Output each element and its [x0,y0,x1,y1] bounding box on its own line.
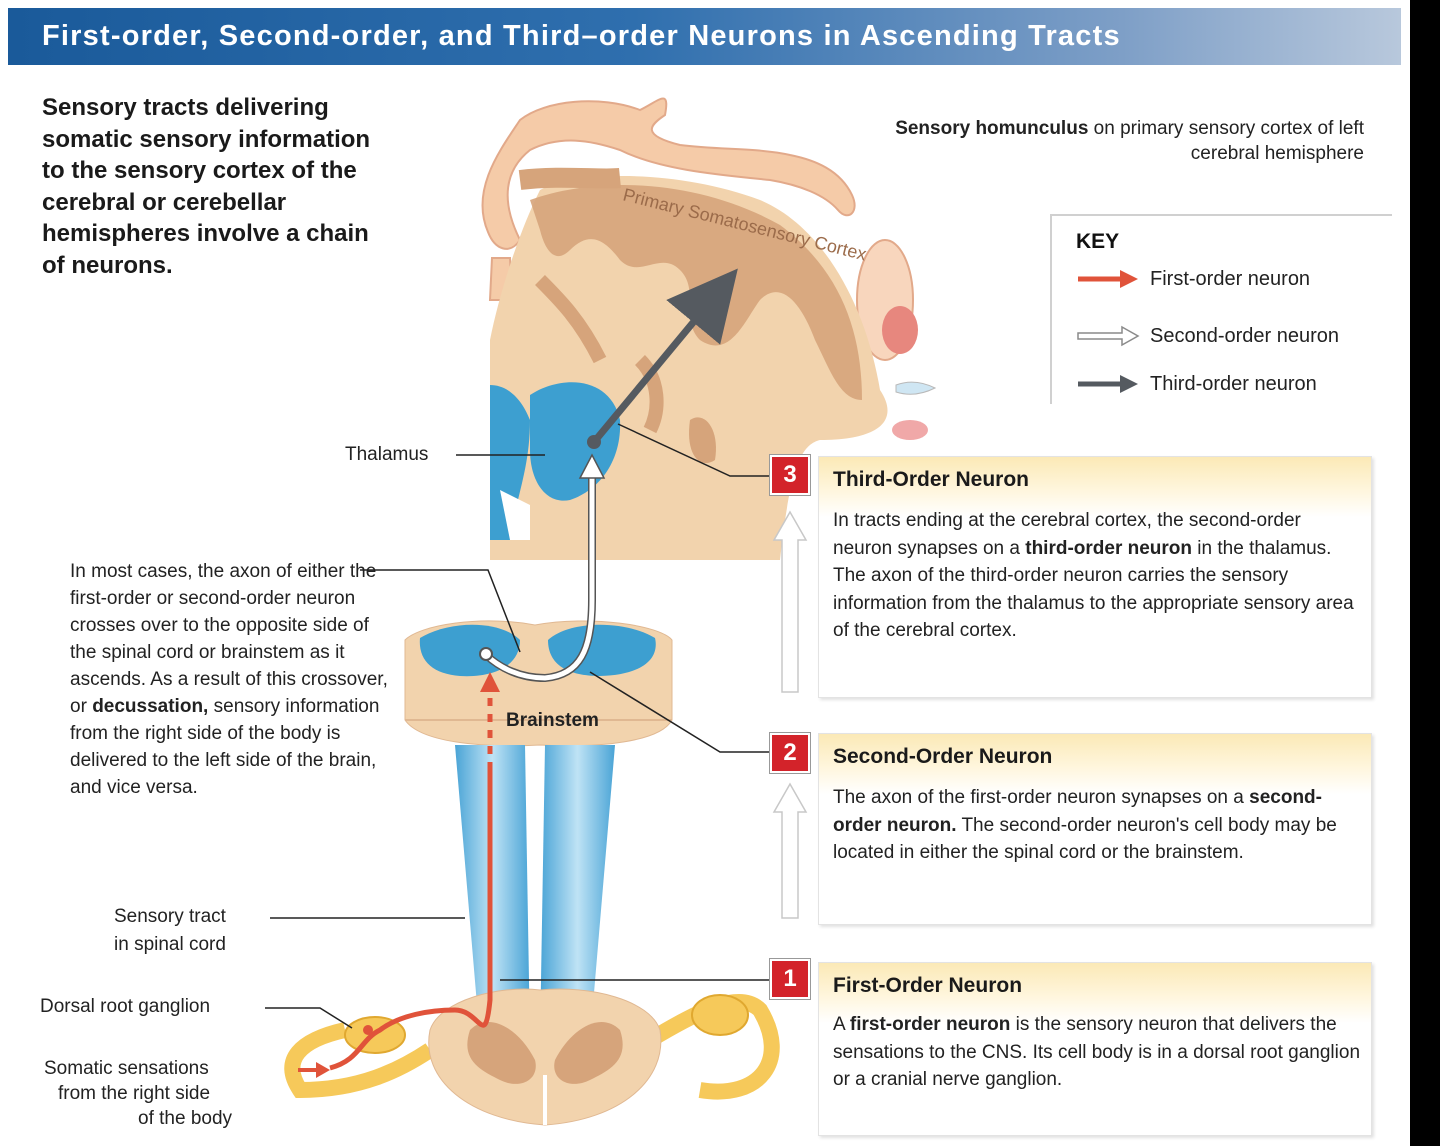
decussation-text-before: In most cases, the axon of either the fi… [70,561,388,717]
thalamus-label: Thalamus [345,444,429,465]
decussation-text: In most cases, the axon of either the fi… [70,558,400,801]
white-arrow-icon [1077,325,1140,347]
first-order-arrowhead [480,672,500,692]
spinal-cord-section [284,988,780,1126]
step-text-after: is the sensory neuron that delivers the … [833,1014,1361,1090]
third-order-cell-body [587,435,601,449]
step-progress-arrows [772,510,808,919]
gray-matter-left [467,1021,536,1084]
dorsal-root-left [284,1022,435,1099]
neuron-pathway [298,268,738,1078]
key-title: KEY [1076,230,1120,253]
key-label-third-order: Third-order neuron [1150,373,1317,395]
step-text: The axon of the first-order neuron synap… [833,784,1363,867]
gray-arrow-icon [1078,375,1138,393]
step-text-bold: first-order neuron [849,1014,1011,1035]
step-title: First-Order Neuron [833,974,1023,997]
homunculus-caption-bold: Sensory homunculus [895,118,1089,139]
step-text-after: The second-order neuron's cell body may … [833,814,1337,864]
gray-matter-right [554,1021,623,1084]
page-title: First-order, Second-order, and Third–ord… [42,20,1121,52]
step2-leader [589,671,770,753]
homunculus-figure [481,97,937,440]
sensation-arrowhead [316,1062,330,1078]
homunculus-caption: Sensory homunculus on primary sensory co… [880,116,1364,166]
first-order-axon [329,770,493,1071]
cortex-gray-band [518,167,621,190]
third-order-axon [591,268,738,445]
step-box-first-order: First-Order Neuron A first-order neuron … [818,962,1372,1136]
brainstem-label: Brainstem [506,710,599,731]
cortex-sulcus [634,355,664,434]
step-text-before: In tracts ending at the cerebral cortex,… [833,510,1301,559]
dorsal-root-ganglion-label: Dorsal root ganglion [40,996,211,1017]
somatic-label-line1: Somatic sensations [44,1058,209,1079]
step-text: In tracts ending at the cerebral cortex,… [833,507,1363,645]
ventricle [500,490,530,540]
leader-lines [265,423,770,1029]
step-text-after: in the thalamus. The axon of the third-o… [833,537,1354,642]
sensory-tract-label-line1: Sensory tract [114,906,226,927]
teeth-shape [895,381,937,395]
decussation-term: decussation, [92,696,209,717]
first-order-cell-body [363,1025,373,1035]
homunculus-caption-rest: on primary sensory cortex of left cerebr… [1088,118,1364,164]
step-title: Third-Order Neuron [833,468,1030,491]
cortex-nucleus-shape [689,417,716,464]
key-label-first-order: First-order neuron [1150,268,1311,290]
tongue-shape [892,420,928,440]
step-text-before: The axon of the first-order neuron synap… [833,787,1250,808]
legend-key: KEY First-order neuron Second-order neur… [1050,214,1392,404]
step-box-third-order: Third-Order Neuron In tracts ending at t… [818,456,1372,698]
thalamus-left [490,385,530,540]
step-text-bold: third-order neuron [1025,537,1193,559]
ganglion-right-shape [691,994,749,1036]
somatic-label-line3: of the body [138,1108,233,1129]
drg-leader [265,1007,353,1029]
title-bar: First-order, Second-order, and Third–ord… [8,8,1401,65]
step-badge-1: 1 [770,959,810,999]
step-text-before: A [833,1014,850,1035]
second-order-axon [484,470,595,681]
somatic-label-line2: from the right side [58,1083,211,1104]
step-badge-3: 3 [770,455,810,495]
sensory-tract-label-line2: in spinal cord [114,934,226,955]
step-box-second-order: Second-Order Neuron The axon of the firs… [818,733,1372,925]
second-order-arrowhead [578,453,606,479]
up-arrow-1-to-2 [772,782,808,919]
key-label-second-order: Second-order neuron [1150,325,1340,347]
key-item-second-order: Second-order neuron [1076,321,1396,351]
key-item-third-order: Third-order neuron [1076,369,1396,399]
step-badge-2: 2 [770,733,810,773]
intro-text: Sensory tracts delivering somatic sensor… [42,94,371,279]
step-text: A first-order neuron is the sensory neur… [833,1011,1363,1094]
decussation-text-after: sensory information from the right side … [70,696,380,798]
red-arrow-icon [1078,270,1138,288]
second-order-cell-body [479,647,493,661]
step3-leader [617,423,770,477]
tract-right [540,745,615,1040]
lips-shape [882,306,918,354]
decussation-leader [360,569,521,653]
key-item-first-order: First-order neuron [1076,264,1396,294]
hand-arm-shape [481,97,856,250]
cortex-sulcus [535,275,607,364]
step-text-bold: second-order neuron. [833,787,1322,836]
window-edge [1410,0,1440,1146]
step-title: Second-Order Neuron [833,745,1053,768]
up-arrow-2-to-3 [772,510,808,693]
